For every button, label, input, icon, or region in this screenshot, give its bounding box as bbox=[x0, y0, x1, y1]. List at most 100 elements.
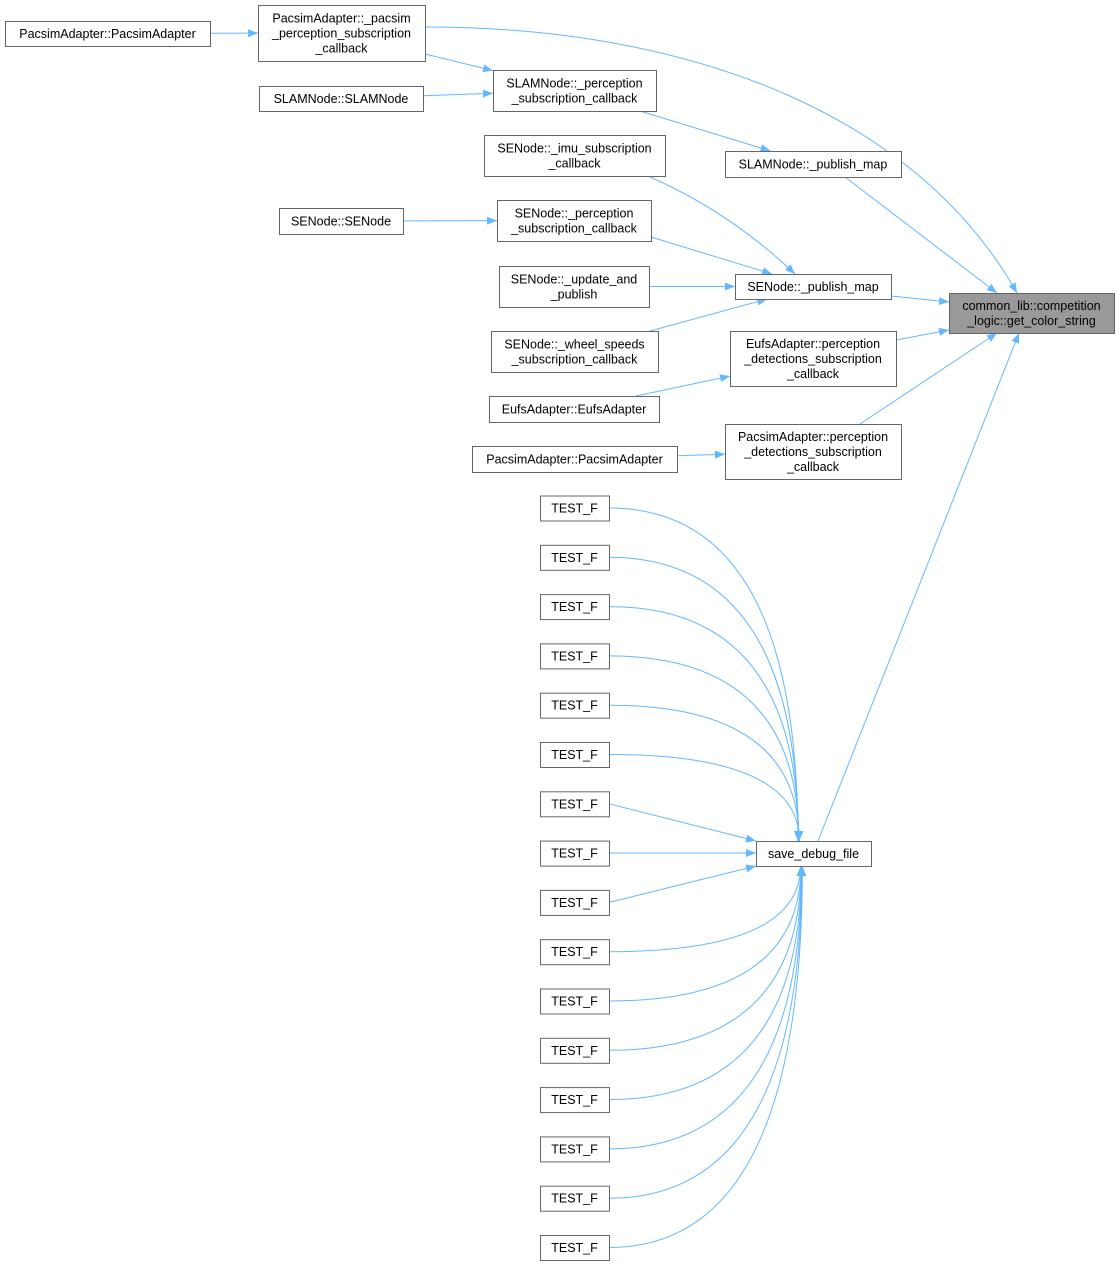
node-box bbox=[484, 135, 666, 177]
node-label: PacsimAdapter::PacsimAdapter bbox=[19, 27, 195, 41]
node-box bbox=[540, 1185, 610, 1212]
node-label: save_debug_file bbox=[768, 847, 859, 861]
test-node[interactable]: TEST_F bbox=[540, 1136, 610, 1163]
edge-t5-to-n16 bbox=[608, 704, 804, 842]
caller-node[interactable]: PacsimAdapter::perception_detections_sub… bbox=[725, 424, 902, 480]
edge-n3-to-n5 bbox=[639, 110, 771, 152]
edge-n12-to-n0 bbox=[895, 327, 950, 341]
caller-node[interactable]: EufsAdapter::EufsAdapter bbox=[489, 396, 660, 423]
caller-node[interactable]: SENode::_wheel_speeds_subscription_callb… bbox=[491, 331, 659, 373]
edge-n14-to-n0 bbox=[859, 332, 998, 425]
node-label: TEST_F bbox=[551, 699, 598, 713]
node-box bbox=[5, 21, 211, 47]
test-node[interactable]: TEST_F bbox=[540, 939, 610, 966]
node-box bbox=[540, 939, 610, 966]
edge-t9-to-n16 bbox=[608, 864, 757, 903]
node-label: _perception_subscription bbox=[271, 27, 411, 41]
caller-node[interactable]: PacsimAdapter::PacsimAdapter bbox=[5, 21, 211, 47]
node-label: TEST_F bbox=[551, 551, 598, 565]
node-label: SENode::_publish_map bbox=[747, 280, 878, 294]
test-node[interactable]: TEST_F bbox=[540, 1087, 610, 1114]
test-node[interactable]: TEST_F bbox=[540, 889, 610, 916]
edge-t7-to-n16 bbox=[608, 803, 757, 843]
edge-n11-to-n10 bbox=[649, 297, 768, 332]
node-box bbox=[725, 151, 902, 178]
node-label: EufsAdapter::perception bbox=[746, 337, 880, 351]
test-node[interactable]: TEST_F bbox=[540, 1185, 610, 1212]
node-label: TEST_F bbox=[551, 1093, 598, 1107]
node-label: PacsimAdapter::PacsimAdapter bbox=[486, 453, 662, 467]
edge-t14-to-n16 bbox=[608, 865, 806, 1150]
node-label: SENode::_imu_subscription bbox=[497, 142, 651, 156]
node-box bbox=[735, 274, 892, 300]
node-label: _subscription_callback bbox=[511, 92, 639, 106]
test-node[interactable]: TEST_F bbox=[540, 544, 610, 571]
test-node[interactable]: TEST_F bbox=[540, 791, 610, 818]
node-label: TEST_F bbox=[551, 847, 598, 861]
node-label: TEST_F bbox=[551, 502, 598, 516]
edge-n5-to-n0 bbox=[844, 176, 998, 294]
node-label: common_lib::competition bbox=[962, 299, 1100, 313]
node-label: TEST_F bbox=[551, 797, 598, 811]
node-label: _detections_subscription bbox=[743, 445, 882, 459]
edge-n4-to-n3 bbox=[422, 89, 494, 98]
edge-t1-to-n16 bbox=[608, 507, 802, 842]
caller-node[interactable]: PacsimAdapter::_pacsim_perception_subscr… bbox=[258, 5, 426, 62]
node-label: TEST_F bbox=[551, 1044, 598, 1058]
test-node[interactable]: TEST_F bbox=[540, 643, 610, 670]
test-node[interactable]: TEST_F bbox=[540, 1037, 610, 1064]
node-label: _publish bbox=[550, 288, 598, 302]
node-box bbox=[540, 643, 610, 670]
test-node[interactable]: TEST_F bbox=[540, 495, 610, 522]
node-label: TEST_F bbox=[551, 1192, 598, 1206]
node-label: TEST_F bbox=[551, 945, 598, 959]
caller-node[interactable]: SLAMNode::_publish_map bbox=[725, 151, 902, 178]
caller-node[interactable]: SENode::_perception_subscription_callbac… bbox=[497, 200, 652, 242]
node-label: PacsimAdapter::perception bbox=[738, 430, 888, 444]
caller-node[interactable]: SLAMNode::SLAMNode bbox=[259, 86, 424, 112]
test-node[interactable]: TEST_F bbox=[540, 840, 610, 867]
caller-node[interactable]: SENode::SENode bbox=[279, 208, 404, 235]
node-box bbox=[540, 1037, 610, 1064]
test-node[interactable]: TEST_F bbox=[540, 1235, 610, 1261]
node-box bbox=[540, 594, 610, 621]
caller-node[interactable]: SENode::_update_and_publish bbox=[499, 266, 650, 308]
caller-node[interactable]: SENode::_imu_subscription_callback bbox=[484, 135, 666, 177]
caller-node[interactable]: save_debug_file bbox=[756, 841, 872, 867]
node-box bbox=[259, 86, 424, 112]
edge-n8-to-n10 bbox=[650, 236, 773, 275]
node-label: TEST_F bbox=[551, 748, 598, 762]
caller-node[interactable]: SENode::_publish_map bbox=[735, 274, 892, 300]
edge-n15-to-n14 bbox=[676, 450, 726, 459]
node-label: _callback bbox=[786, 460, 840, 474]
focus-node[interactable]: common_lib::competition_logic::get_color… bbox=[949, 293, 1115, 334]
test-node[interactable]: TEST_F bbox=[540, 692, 610, 719]
node-box bbox=[949, 293, 1115, 334]
caller-node[interactable]: EufsAdapter::perception_detections_subsc… bbox=[730, 331, 897, 387]
test-node[interactable]: TEST_F bbox=[540, 742, 610, 768]
node-label: SENode::_wheel_speeds bbox=[504, 338, 644, 352]
node-box bbox=[540, 988, 610, 1015]
node-label: _callback bbox=[314, 42, 368, 56]
node-box bbox=[497, 200, 652, 242]
node-label: TEST_F bbox=[551, 1241, 598, 1255]
node-box bbox=[730, 331, 897, 387]
edge-n1-to-n3 bbox=[424, 53, 494, 73]
test-node[interactable]: TEST_F bbox=[540, 594, 610, 621]
node-box bbox=[493, 70, 657, 112]
node-box bbox=[489, 396, 660, 423]
edge-t3-to-n16 bbox=[608, 606, 803, 842]
test-node[interactable]: TEST_F bbox=[540, 988, 610, 1015]
node-box bbox=[540, 840, 610, 867]
edge-t2-to-n16 bbox=[608, 556, 803, 842]
node-box bbox=[540, 1087, 610, 1114]
node-box bbox=[540, 692, 610, 719]
node-label: SENode::SENode bbox=[291, 215, 391, 229]
node-label: _callback bbox=[786, 367, 840, 381]
caller-node[interactable]: SLAMNode::_perception_subscription_callb… bbox=[493, 70, 657, 112]
node-label: _subscription_callback bbox=[511, 353, 639, 367]
caller-node[interactable]: PacsimAdapter::PacsimAdapter bbox=[472, 446, 678, 473]
node-label: _callback bbox=[547, 157, 601, 171]
nodes-layer: common_lib::competition_logic::get_color… bbox=[5, 5, 1115, 1261]
